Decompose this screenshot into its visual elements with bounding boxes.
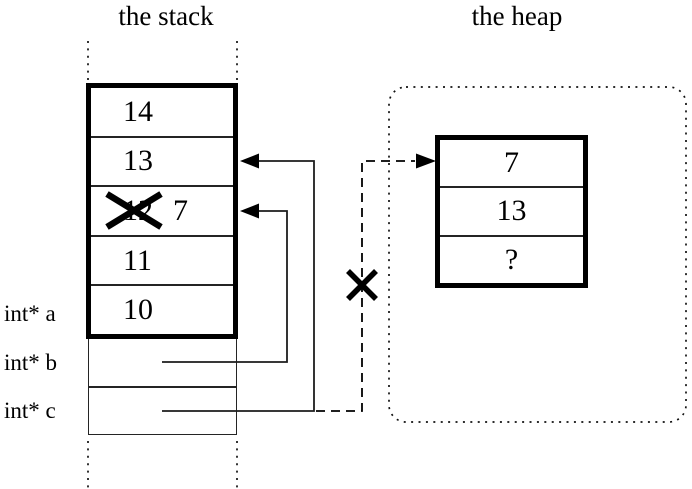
pointer-cell-c	[89, 385, 236, 435]
heap-title: the heap	[471, 1, 563, 31]
stack-cell-old-value: 12	[123, 193, 153, 227]
pointer-c-arrowhead-icon	[240, 153, 259, 169]
stack-frame-box: 14 13 12 7 11 10	[86, 83, 238, 339]
stack-cell-value: 11	[123, 243, 152, 277]
heap-cell-13: 13	[440, 186, 583, 234]
pointer-cell-b	[89, 339, 236, 386]
stack-cell-value: 10	[123, 293, 153, 327]
old-heap-pointer-arrowhead-icon	[416, 153, 436, 169]
stack-title: the stack	[118, 1, 214, 31]
pointer-label-a: int* a	[4, 301, 56, 326]
heap-cell-value: 7	[504, 146, 519, 180]
pointer-label-c: int* c	[4, 398, 56, 423]
heap-cell-unknown: ?	[440, 234, 583, 283]
heap-cell-7: 7	[440, 140, 583, 186]
stack-cell-13: 13	[91, 135, 233, 186]
stack-cell-new-value: 7	[173, 193, 188, 227]
pointer-label-b: int* b	[4, 350, 58, 375]
stack-cell-overwritten: 12 7	[91, 185, 233, 235]
stack-cell-value: 13	[123, 144, 153, 178]
invalidated-pointer-x-icon	[346, 269, 378, 301]
stack-cell-10: 10	[91, 284, 233, 334]
old-heap-pointer-dashed-line	[316, 160, 415, 412]
stack-cell-11: 11	[91, 234, 233, 285]
stack-cell-value: 14	[123, 94, 153, 128]
stack-cell-14: 14	[91, 88, 233, 136]
pointer-b-arrowhead-icon	[240, 203, 259, 219]
heap-cell-value: ?	[504, 242, 519, 276]
heap-cell-value: 13	[496, 194, 527, 228]
heap-block-box: 7 13 ?	[435, 135, 588, 288]
pointer-variable-cells	[88, 339, 237, 435]
